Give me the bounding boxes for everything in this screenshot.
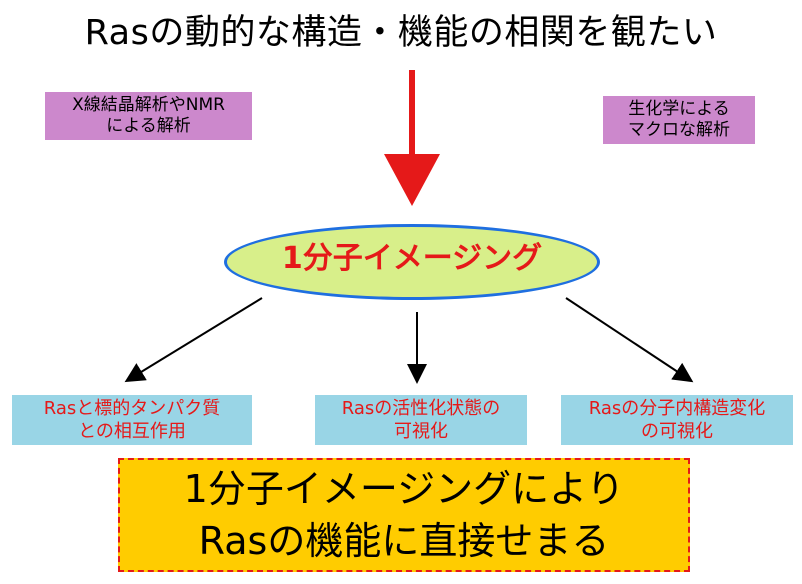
goal-line: Rasと標的タンパク質 (43, 398, 221, 419)
method-box-biochemical: 生化学による マクロな解析 (603, 96, 755, 144)
single-molecule-imaging-ellipse (224, 224, 600, 300)
goal-line: の可視化 (641, 421, 713, 442)
conclusion-line: 1分子イメージングにより (183, 467, 625, 511)
method-line: マクロな解析 (628, 120, 730, 140)
red-down-arrow (384, 70, 440, 206)
method-line: による解析 (106, 116, 191, 136)
conclusion-box: 1分子イメージングにより Rasの機能に直接せまる (118, 458, 690, 572)
goal-box-conformation: Rasの分子内構造変化 の可視化 (561, 395, 793, 445)
goal-line: Rasの分子内構造変化 (588, 398, 766, 419)
conclusion-line: Rasの機能に直接せまる (198, 519, 610, 563)
arrow-to-goal-1 (124, 297, 263, 383)
method-line: X線結晶解析やNMR (72, 95, 225, 115)
goal-line: 可視化 (394, 421, 448, 442)
goal-box-interaction: Rasと標的タンパク質 との相互作用 (12, 395, 252, 445)
arrow-to-goal-3 (565, 297, 694, 383)
page-title: Rasの動的な構造・機能の相関を観たい (84, 13, 718, 53)
goal-line: Rasの活性化状態の (341, 398, 501, 419)
method-line: 生化学による (628, 99, 730, 119)
method-box-structural: X線結晶解析やNMR による解析 (45, 92, 252, 140)
goal-line: との相互作用 (78, 421, 186, 442)
goal-box-activation: Rasの活性化状態の 可視化 (315, 395, 527, 445)
ellipse-label: 1分子イメージング (281, 241, 543, 276)
